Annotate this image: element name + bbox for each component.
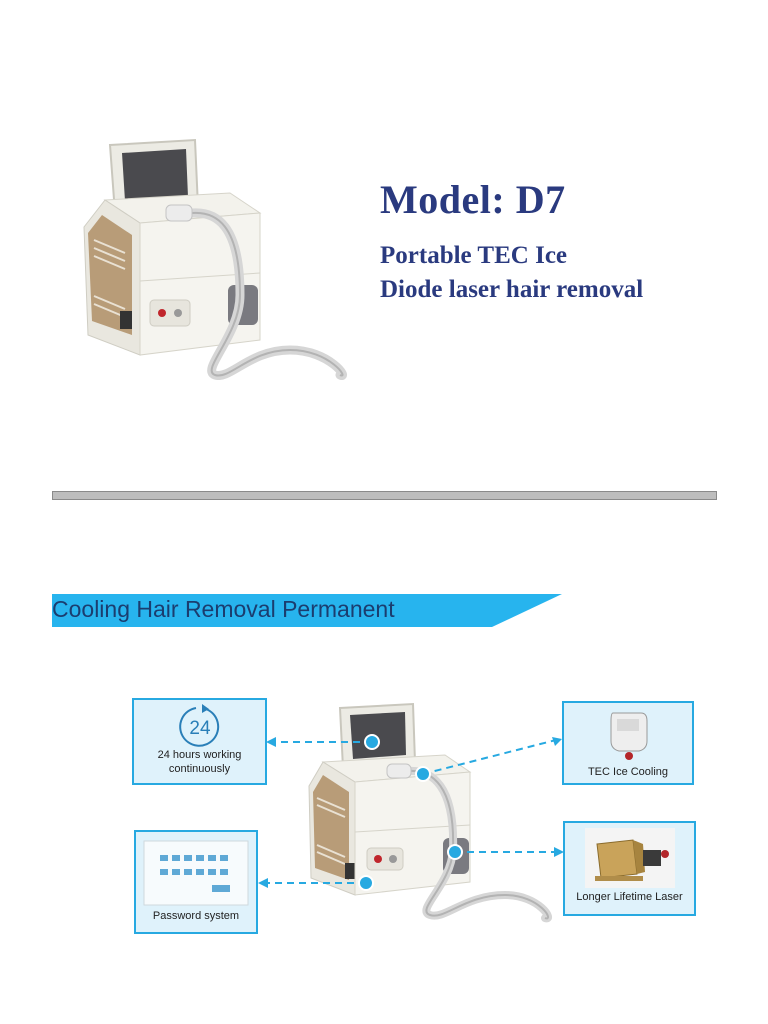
- banner-title: Cooling Hair Removal Permanent: [52, 596, 395, 622]
- feature-tec-ice-cooling: TEC Ice Cooling: [562, 701, 694, 785]
- feature-longer-lifetime-laser: Longer Lifetime Laser: [563, 821, 696, 916]
- product-image-center: [308, 702, 553, 923]
- feature-laser-label: Longer Lifetime Laser: [576, 891, 683, 903]
- feature-24h-working: 24 24 hours working continuously: [132, 698, 267, 785]
- clock-24-number: 24: [189, 718, 211, 739]
- feature-tec-label: TEC Ice Cooling: [587, 766, 669, 778]
- subtitle-line-2: Diode laser hair removal: [380, 276, 644, 303]
- keypad-screen-icon: [143, 840, 249, 906]
- banner-background: [52, 594, 562, 627]
- clock-24-icon: 24: [178, 704, 219, 747]
- feature-password-system: Password system: [134, 830, 258, 934]
- laser-module-icon: [584, 828, 675, 888]
- feature-password-label: Password system: [152, 910, 240, 922]
- tec-handle-icon: [610, 712, 648, 760]
- subtitle-line-1: Portable TEC Ice: [380, 242, 568, 269]
- section-divider: [52, 491, 717, 500]
- model-title: Model: D7: [380, 177, 566, 222]
- feature-24h-label: 24 hours working continuously: [157, 749, 242, 775]
- product-image-top: [83, 138, 347, 380]
